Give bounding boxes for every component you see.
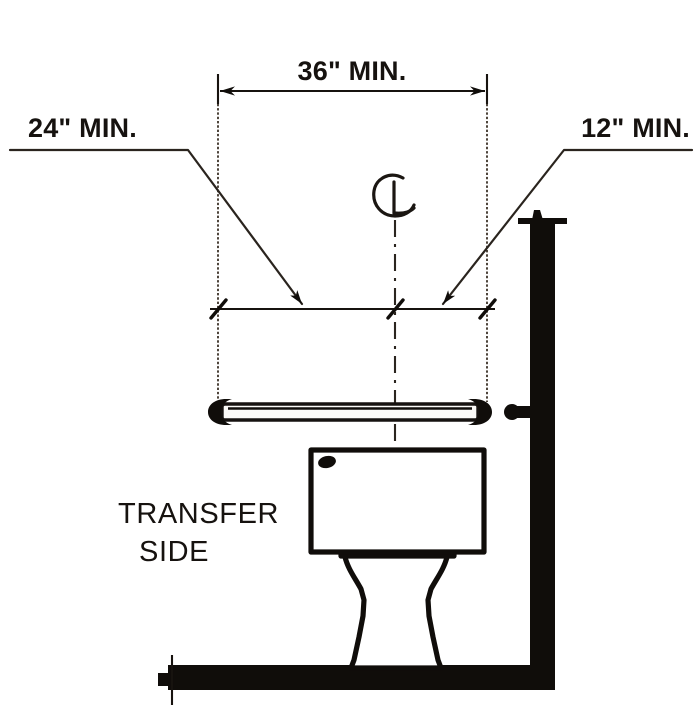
grab-bar <box>208 399 532 425</box>
toilet-fixture <box>308 447 487 671</box>
wall-top-cap <box>518 218 567 224</box>
dimension-12-min: 12" MIN. <box>441 113 694 306</box>
dimension-label-36: 36" MIN. <box>298 56 407 86</box>
grab-bar-wall-mount <box>504 404 532 420</box>
dimension-24-min: 24" MIN. <box>8 113 304 306</box>
wall-mount-cap <box>504 404 520 420</box>
transfer-side-line1: TRANSFER <box>118 498 279 530</box>
extension-lines <box>217 78 488 402</box>
dimension-label-12: 12" MIN. <box>581 113 690 143</box>
transfer-side-line2: SIDE <box>139 536 209 568</box>
transfer-side-note: TRANSFER SIDE <box>118 498 279 568</box>
leader-line-12 <box>441 148 694 306</box>
wall-body <box>530 218 555 690</box>
grab-bar-tube <box>220 402 480 422</box>
slash-tick-left <box>209 298 228 320</box>
grab-bar-flange-left <box>208 399 232 425</box>
flush-handle <box>318 455 336 469</box>
toilet-bowl <box>342 540 451 671</box>
toilet-tank <box>308 447 487 555</box>
leader-line-24 <box>8 148 304 306</box>
dimension-36-min: 36" MIN. <box>216 56 489 104</box>
wall-top-nub <box>532 210 543 220</box>
floor <box>158 655 555 705</box>
dimension-label-24: 24" MIN. <box>28 113 137 143</box>
grab-bar-flange-right <box>468 399 492 425</box>
wall <box>518 210 567 690</box>
centerline-symbol <box>372 173 416 218</box>
slash-tick-right <box>478 298 497 320</box>
slash-tick-center <box>386 298 405 320</box>
floor-left-cap <box>158 673 178 686</box>
interior-dimension-line <box>209 298 497 320</box>
